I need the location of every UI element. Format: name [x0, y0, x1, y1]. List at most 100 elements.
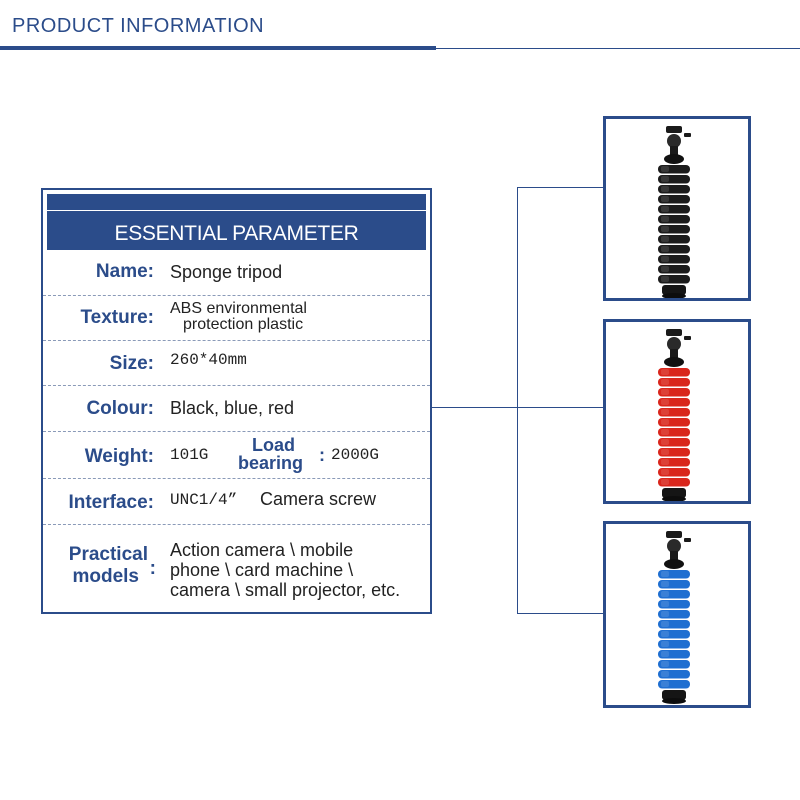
ball-head: [667, 539, 681, 553]
sponge-segment: [658, 165, 690, 174]
texture-label: Texture:: [80, 307, 154, 328]
load-bearing-label-line2: bearing: [238, 453, 304, 473]
sponge-highlight: [661, 591, 669, 597]
sponge-segment: [658, 580, 690, 589]
sponge-highlight: [661, 206, 669, 212]
sponge-highlight: [661, 379, 669, 385]
sponge-highlight: [661, 256, 669, 262]
head-knob: [664, 154, 684, 164]
param-row-weight: Weight: 101G Load bearing : 2000G: [43, 431, 430, 479]
sponge-segment: [658, 650, 690, 659]
sponge-segment: [658, 448, 690, 457]
sponge-highlight: [661, 266, 669, 272]
size-value: 260*40mm: [170, 351, 247, 369]
panel-title: ESSENTIAL PARAMETER: [114, 222, 359, 245]
mount-plate: [666, 329, 682, 336]
sponge-highlight: [661, 196, 669, 202]
sponge-highlight: [661, 611, 669, 617]
sponge-segment: [658, 398, 690, 407]
sponge-segment: [658, 468, 690, 477]
connector-middle: [517, 407, 603, 408]
sponge-segment: [658, 428, 690, 437]
head-knob: [664, 357, 684, 367]
sponge-highlight: [661, 226, 669, 232]
tripod-foot: [662, 690, 686, 700]
sponge-highlight: [661, 399, 669, 405]
mount-plate: [666, 531, 682, 538]
header-divider-thin: [436, 48, 800, 49]
sponge-highlight: [661, 166, 669, 172]
load-bearing-label-line1: Load: [252, 435, 295, 455]
sponge-highlight: [661, 651, 669, 657]
sponge-highlight: [661, 369, 669, 375]
sponge-segment: [658, 368, 690, 377]
foot-tip: [662, 698, 686, 704]
header-divider: [0, 46, 436, 50]
sponge-highlight: [661, 671, 669, 677]
tripod-blue-image: [658, 531, 691, 704]
sponge-highlight: [661, 419, 669, 425]
sponge-segment: [658, 388, 690, 397]
head-neck: [670, 146, 678, 156]
interface-value-code: UNC1/4”: [170, 491, 238, 509]
name-label: Name:: [95, 261, 154, 282]
sponge-segment: [658, 205, 690, 214]
sponge-highlight: [661, 681, 669, 687]
sponge-segment: [658, 418, 690, 427]
sponge-segment: [658, 185, 690, 194]
foot-tip: [662, 496, 686, 501]
sponge-segment: [658, 215, 690, 224]
ball-head: [667, 134, 681, 148]
sponge-segment: [658, 590, 690, 599]
head-screw: [684, 538, 691, 542]
head-neck: [670, 349, 678, 359]
sponge-highlight: [661, 216, 669, 222]
product-image-blue: [603, 521, 751, 708]
panel-header: ESSENTIAL PARAMETER: [47, 194, 426, 250]
product-image-black: [603, 116, 751, 301]
sponge-segment: [658, 660, 690, 669]
practical-value-line2: phone \ card machine \: [170, 560, 354, 580]
size-label: Size:: [109, 353, 154, 374]
sponge-highlight: [661, 186, 669, 192]
connector-top: [517, 187, 603, 188]
sponge-segment: [658, 640, 690, 649]
sponge-highlight: [661, 236, 669, 242]
practical-value-line1: Action camera \ mobile: [170, 540, 354, 560]
sponge-segment: [658, 195, 690, 204]
sponge-highlight: [661, 601, 669, 607]
head-screw: [684, 336, 691, 340]
sponge-highlight: [661, 479, 669, 485]
colour-label: Colour:: [86, 398, 154, 419]
ball-head: [667, 337, 681, 351]
practical-label-line1: Practical: [68, 544, 148, 565]
tripod-foot: [662, 488, 686, 498]
param-row-texture: Texture: ABS environmental protection pl…: [43, 295, 430, 341]
practical-label-line2: models: [72, 566, 139, 587]
param-row-practical: Practical models : Action camera \ mobil…: [43, 524, 430, 612]
colour-value: Black, blue, red: [170, 398, 295, 418]
connector-main: [432, 407, 518, 408]
sponge-segment: [658, 438, 690, 447]
sponge-segment: [658, 600, 690, 609]
sponge-segment: [658, 458, 690, 467]
sponge-segment: [658, 610, 690, 619]
head-knob: [664, 559, 684, 569]
name-value: Sponge tripod: [170, 262, 283, 282]
sponge-highlight: [661, 571, 669, 577]
sponge-segment: [658, 408, 690, 417]
param-row-colour: Colour: Black, blue, red: [43, 385, 430, 432]
head-screw: [684, 133, 691, 137]
sponge-segment: [658, 225, 690, 234]
connector-bottom: [517, 613, 603, 614]
sponge-highlight: [661, 449, 669, 455]
param-row-interface: Interface: UNC1/4” Camera screw: [43, 478, 430, 525]
sponge-highlight: [661, 389, 669, 395]
weight-value: 101G: [170, 446, 209, 464]
sponge-segment: [658, 378, 690, 387]
sponge-segment: [658, 620, 690, 629]
sponge-segment: [658, 275, 690, 284]
interface-label: Interface:: [68, 492, 154, 513]
panel-header-rule: [47, 210, 426, 211]
sponge-highlight: [661, 631, 669, 637]
